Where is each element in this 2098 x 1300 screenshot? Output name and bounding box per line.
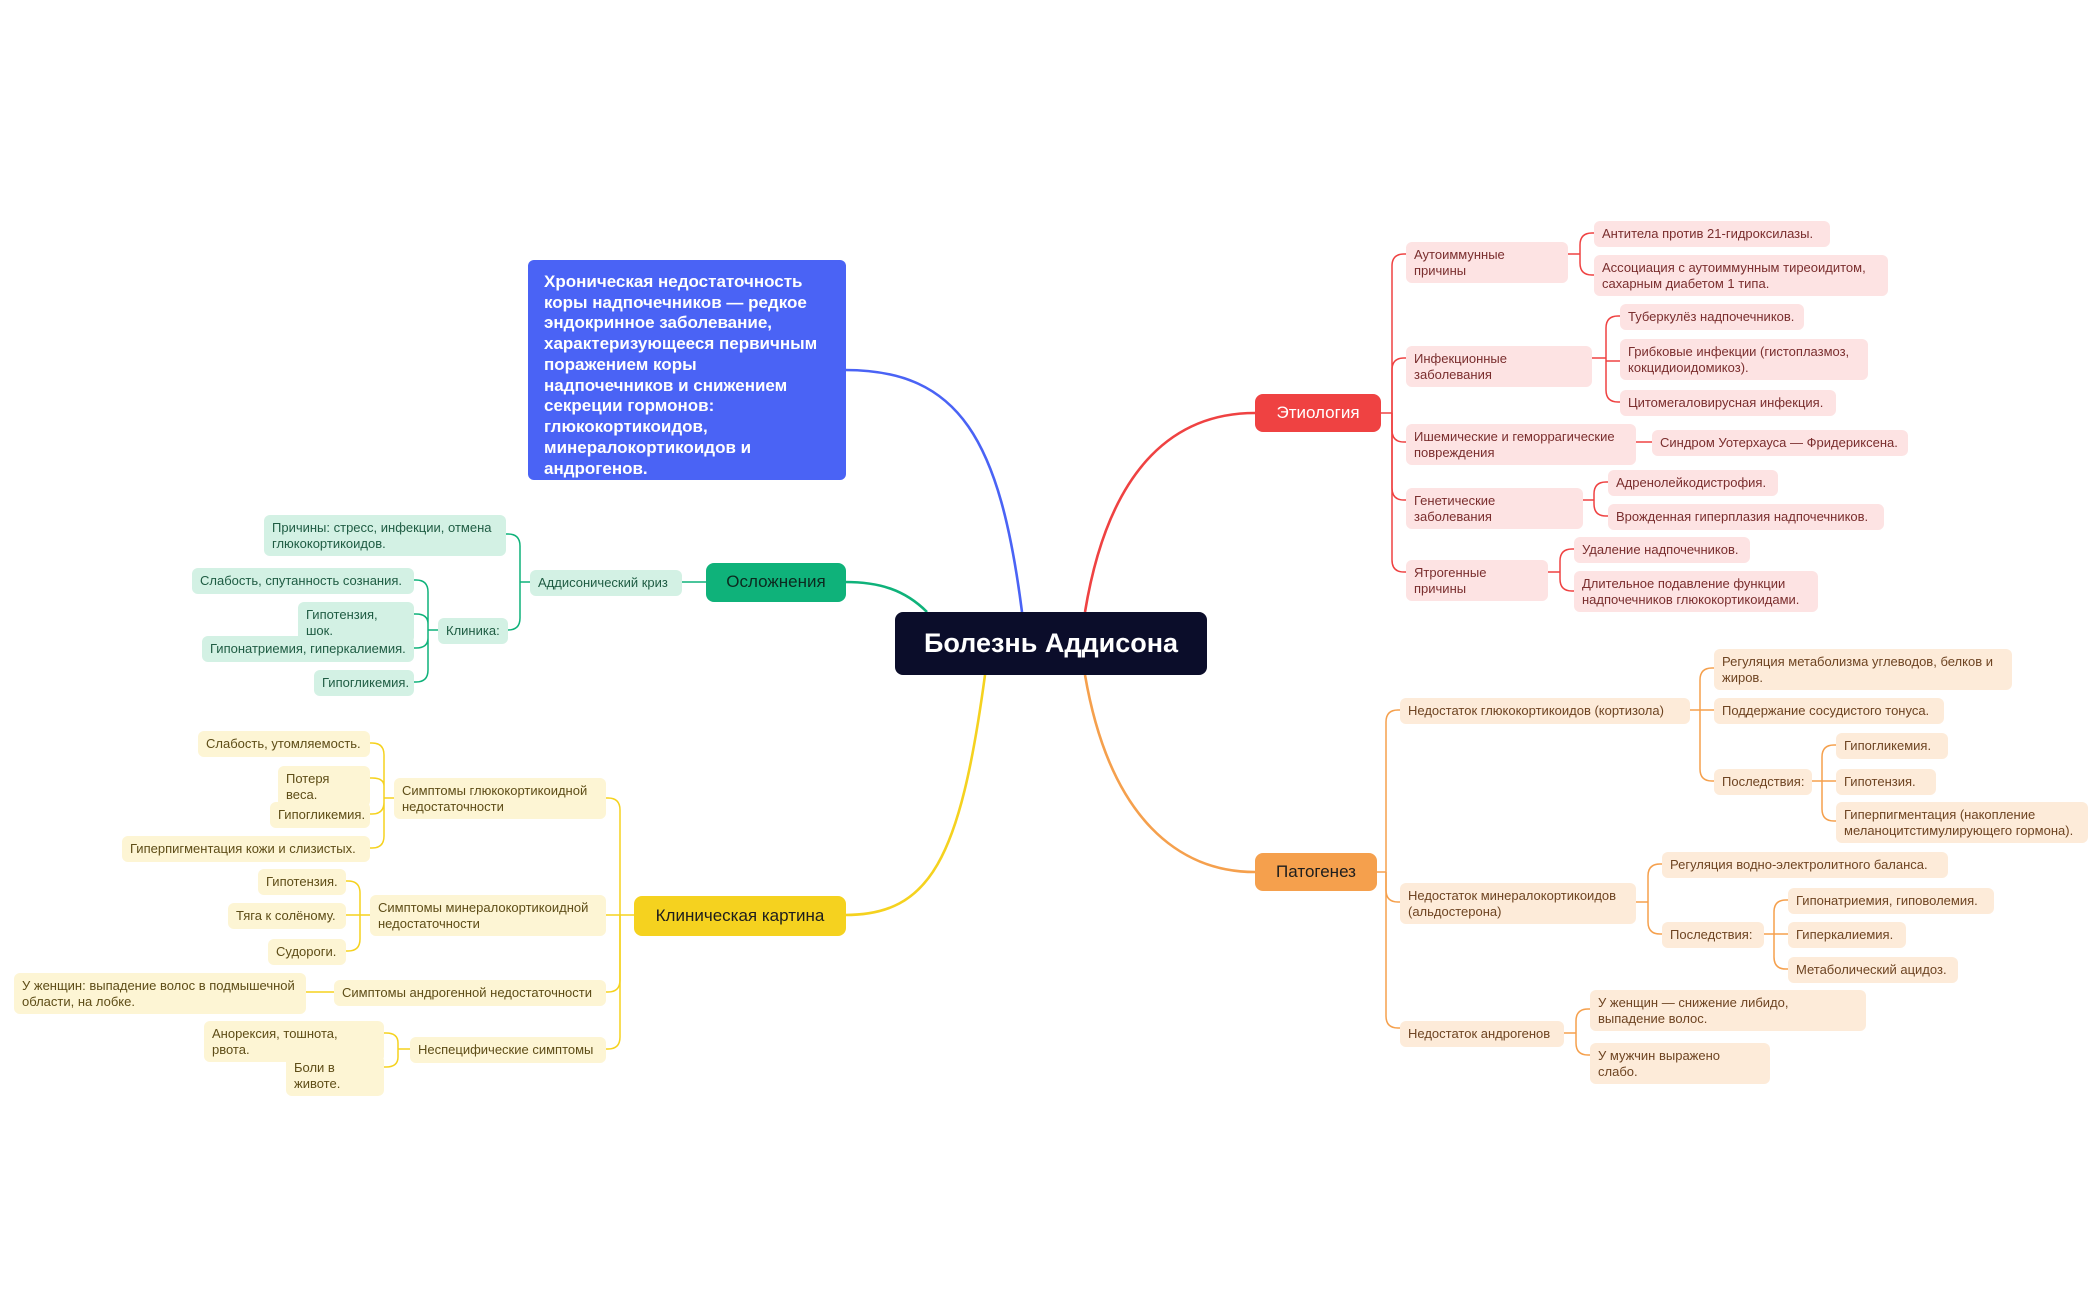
clinical-mineralo-item[interactable]: Судороги. — [268, 939, 346, 965]
connector-root-etiology — [1083, 411, 1256, 613]
clinical-mineralo-symptoms[interactable]: Симптомы минералокортикоидной недостаточ… — [370, 895, 606, 937]
complications-addisonian-crisis[interactable]: Аддисонический криз — [530, 570, 682, 596]
etiology-iatrogenic-item[interactable]: Удаление надпочечников. — [1574, 537, 1750, 563]
complications-crisis-causes[interactable]: Причины: стресс, инфекции, отмена глюкок… — [264, 515, 506, 557]
clinical-andro-symptoms[interactable]: Симптомы андрогенной недостаточности — [334, 980, 606, 1006]
pathogenesis-gluco-consequences[interactable]: Последствия: — [1714, 769, 1812, 795]
etiology-genetic-item[interactable]: Врожденная гиперплазия надпочечников. — [1608, 504, 1884, 530]
branch-clinical-picture[interactable]: Клиническая картина — [634, 896, 846, 936]
complications-clinic-item[interactable]: Гипонатриемия, гиперкалиемия. — [202, 636, 414, 662]
branch-clinical-label: Клиническая картина — [655, 905, 825, 925]
clinical-andro-item[interactable]: У женщин: выпадение волос в подмышечной … — [14, 973, 306, 1015]
clinical-gluco-symptoms[interactable]: Симптомы глюкокортикоидной недостаточнос… — [394, 778, 606, 820]
etiology-genetic[interactable]: Генетические заболевания — [1406, 488, 1583, 530]
pathogenesis-mineralo-item[interactable]: Регуляция водно-электролитного баланса. — [1662, 852, 1948, 878]
etiology-iatrogenic-item[interactable]: Длительное подавление функции надпочечни… — [1574, 571, 1818, 613]
pathogenesis-gluco-consequence[interactable]: Гиперпигментация (накопление меланоцитст… — [1836, 802, 2088, 844]
connector-root-clinical — [844, 674, 987, 917]
etiology-infectious-item[interactable]: Туберкулёз надпочечников. — [1620, 304, 1804, 330]
etiology-ischemic-item[interactable]: Синдром Уотерхауса — Фридериксена. — [1652, 430, 1908, 456]
pathogenesis-mineralo-consequences[interactable]: Последствия: — [1662, 922, 1764, 948]
branch-complications-label: Осложнения — [726, 572, 826, 592]
complications-crisis-clinic[interactable]: Клиника: — [438, 618, 508, 644]
etiology-autoimmune-item[interactable]: Ассоциация с аутоиммунным тиреоидитом, с… — [1594, 255, 1888, 297]
branch-complications[interactable]: Осложнения — [706, 563, 846, 602]
clinical-nonspecific-item[interactable]: Боли в животе. — [286, 1055, 384, 1097]
root-topic[interactable]: Болезнь Аддисона — [895, 612, 1207, 675]
etiology-infectious-item[interactable]: Грибковые инфекции (гистоплазмоз, кокцид… — [1620, 339, 1868, 381]
pathogenesis-gluco-item[interactable]: Регуляция метаболизма углеводов, белков … — [1714, 649, 2012, 691]
etiology-autoimmune-item[interactable]: Антитела против 21-гидроксилазы. — [1594, 221, 1830, 247]
connector-root-description — [844, 368, 1024, 613]
description-text: Хроническая недостаточность коры надпоче… — [544, 272, 818, 478]
etiology-genetic-item[interactable]: Адренолейкодистрофия. — [1608, 470, 1778, 496]
root-title: Болезнь Аддисона — [923, 628, 1179, 659]
pathogenesis-mineralocorticoid[interactable]: Недостаток минералокортикоидов (альдосте… — [1400, 883, 1636, 925]
branch-pathogenesis[interactable]: Патогенез — [1255, 853, 1377, 891]
pathogenesis-androgen[interactable]: Недостаток андрогенов — [1400, 1021, 1564, 1047]
etiology-autoimmune[interactable]: Аутоиммунные причины — [1406, 242, 1568, 284]
clinical-nonspecific-symptoms[interactable]: Неспецифические симптомы — [410, 1037, 606, 1063]
branch-pathogenesis-label: Патогенез — [1276, 861, 1356, 881]
pathogenesis-glucocorticoid[interactable]: Недостаток глюкокортикоидов (кортизола) — [1400, 698, 1690, 724]
pathogenesis-andro-item[interactable]: У мужчин выражено слабо. — [1590, 1043, 1770, 1085]
branch-etiology[interactable]: Этиология — [1255, 394, 1381, 432]
description-box[interactable]: Хроническая недостаточность коры надпоче… — [528, 260, 846, 480]
complications-clinic-item[interactable]: Слабость, спутанность сознания. — [192, 568, 414, 594]
pathogenesis-gluco-consequence[interactable]: Гипогликемия. — [1836, 733, 1948, 759]
branch-etiology-label: Этиология — [1276, 402, 1360, 422]
pathogenesis-mineralo-consequence[interactable]: Гиперкалиемия. — [1788, 922, 1906, 948]
clinical-mineralo-item[interactable]: Тяга к солёному. — [228, 903, 346, 929]
connector-root-pathogenesis — [1083, 674, 1256, 874]
pathogenesis-mineralo-consequence[interactable]: Гипонатриемия, гиповолемия. — [1788, 888, 1994, 914]
clinical-gluco-item[interactable]: Слабость, утомляемость. — [198, 731, 370, 757]
pathogenesis-andro-item[interactable]: У женщин — снижение либидо, выпадение во… — [1590, 990, 1866, 1032]
clinical-mineralo-item[interactable]: Гипотензия. — [258, 869, 346, 895]
pathogenesis-gluco-item[interactable]: Поддержание сосудистого тонуса. — [1714, 698, 1944, 724]
pathogenesis-gluco-consequence[interactable]: Гипотензия. — [1836, 769, 1936, 795]
clinical-gluco-item[interactable]: Гипогликемия. — [270, 802, 370, 828]
etiology-iatrogenic[interactable]: Ятрогенные причины — [1406, 560, 1548, 602]
complications-clinic-item[interactable]: Гипогликемия. — [314, 670, 414, 696]
clinical-gluco-item[interactable]: Потеря веса. — [278, 766, 370, 808]
etiology-infectious[interactable]: Инфекционные заболевания — [1406, 346, 1592, 388]
pathogenesis-mineralo-consequence[interactable]: Метаболический ацидоз. — [1788, 957, 1958, 983]
etiology-infectious-item[interactable]: Цитомегаловирусная инфекция. — [1620, 390, 1836, 416]
connector-root-complications — [844, 580, 928, 613]
etiology-ischemic[interactable]: Ишемические и геморрагические повреждени… — [1406, 424, 1636, 466]
clinical-gluco-item[interactable]: Гиперпигментация кожи и слизистых. — [122, 836, 370, 862]
